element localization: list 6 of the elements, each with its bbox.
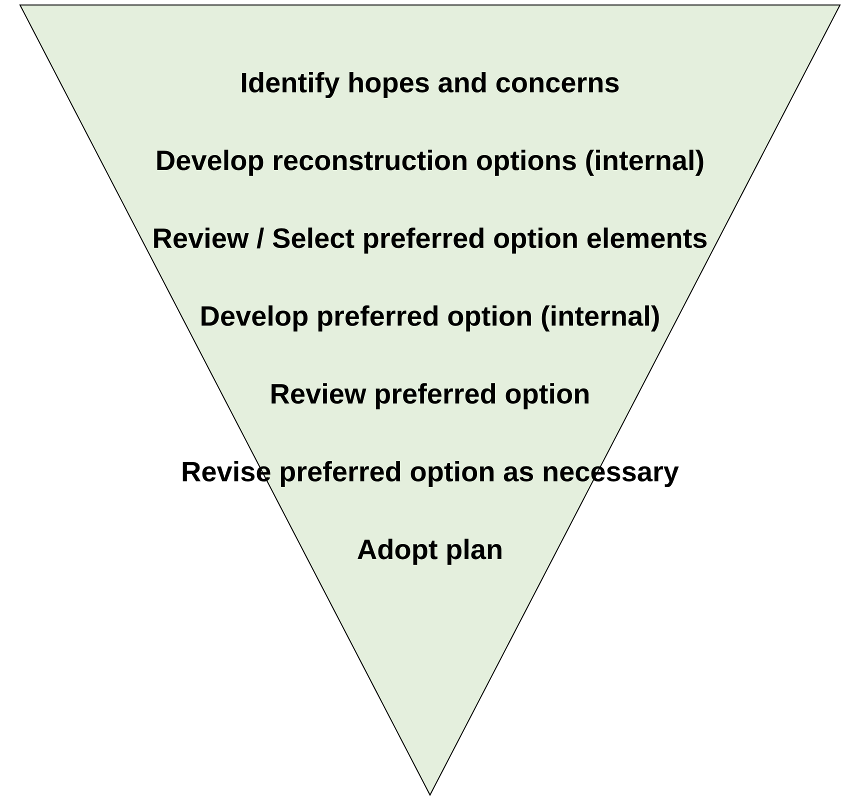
step-label: Develop reconstruction options (internal) [157, 150, 704, 176]
step-label: Review / Select preferred option elements [154, 228, 707, 254]
step-label: Review preferred option [272, 383, 588, 410]
step-label: Identify hopes and concerns [242, 72, 619, 98]
step-label: Adopt plan [358, 538, 502, 565]
step-label: Develop preferred option (internal) [202, 305, 659, 332]
